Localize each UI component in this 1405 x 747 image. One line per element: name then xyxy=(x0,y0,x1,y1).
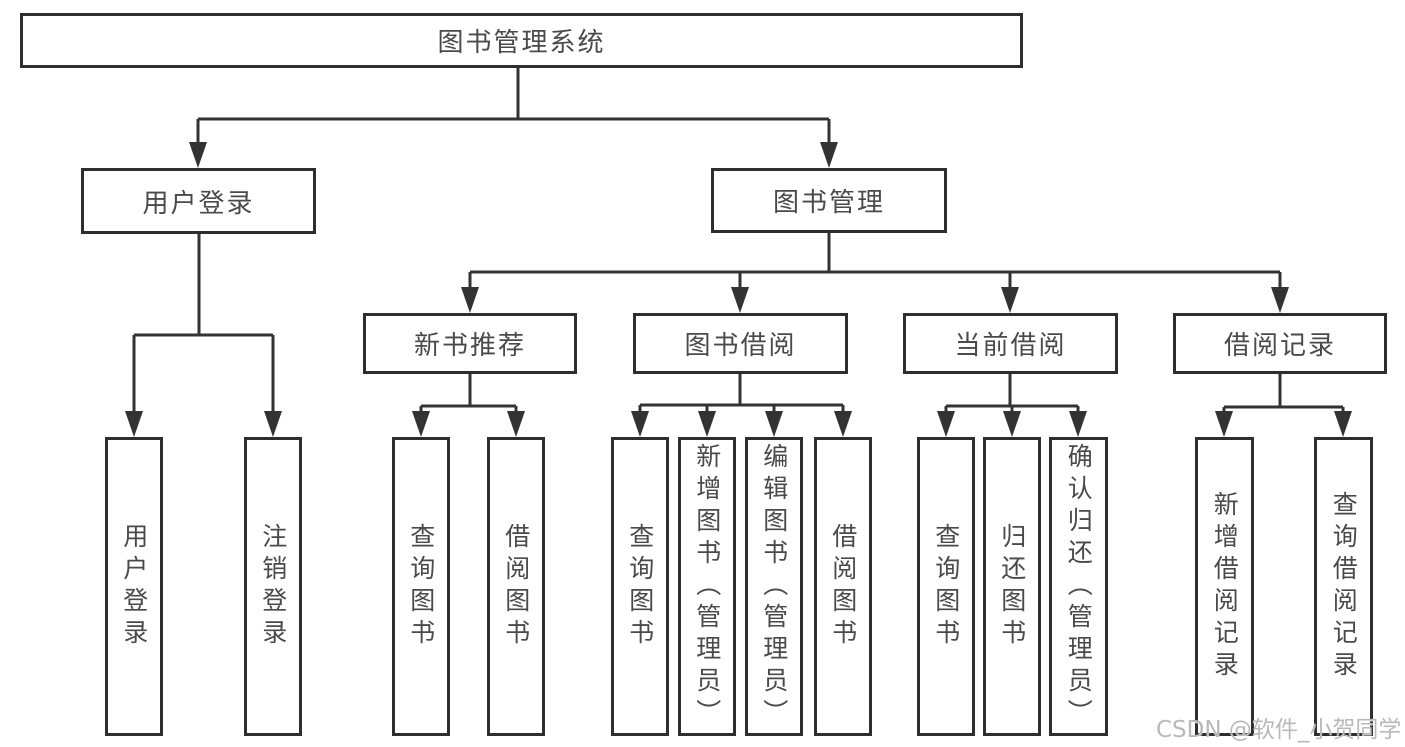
node-new-book-recommend-label: 新书推荐 xyxy=(413,331,526,361)
leaf-bb-borrow-books-label: 借阅图书 xyxy=(828,522,858,651)
leaf-bb-edit-book-admin-label: 编辑图书（管理员） xyxy=(759,442,789,731)
leaf-bb-borrow-books: 借阅图书 xyxy=(814,437,872,736)
leaf-cb-confirm-return-admin-label: 确认归还（管理员） xyxy=(1064,442,1094,731)
leaf-cb-confirm-return-admin: 确认归还（管理员） xyxy=(1049,437,1108,736)
node-book-management: 图书管理 xyxy=(711,168,947,233)
leaf-logout: 注销登录 xyxy=(244,437,302,736)
leaf-nbr-query-books-label: 查询图书 xyxy=(406,522,436,651)
leaf-user-login: 用户登录 xyxy=(105,437,163,736)
node-book-management-label: 图书管理 xyxy=(772,188,885,218)
leaf-br-query-record-label: 查询借阅记录 xyxy=(1329,490,1359,683)
node-root: 图书管理系统 xyxy=(20,13,1023,68)
leaf-nbr-borrow-books: 借阅图书 xyxy=(487,437,545,736)
node-book-borrow-label: 图书借阅 xyxy=(684,331,797,361)
leaf-bb-query-books-label: 查询图书 xyxy=(625,522,655,651)
node-borrow-records-label: 借阅记录 xyxy=(1223,331,1336,361)
watermark-text: CSDN @软件_小贺同学 xyxy=(1156,717,1402,743)
node-new-book-recommend: 新书推荐 xyxy=(363,313,577,374)
leaf-cb-query-books: 查询图书 xyxy=(917,437,975,736)
leaf-nbr-borrow-books-label: 借阅图书 xyxy=(501,522,531,651)
leaf-cb-query-books-label: 查询图书 xyxy=(931,522,961,651)
leaf-cb-return-books-label: 归还图书 xyxy=(997,522,1027,651)
leaf-br-query-record: 查询借阅记录 xyxy=(1314,437,1373,736)
leaf-br-add-record-label: 新增借阅记录 xyxy=(1210,490,1240,683)
leaf-bb-query-books: 查询图书 xyxy=(611,437,669,736)
node-borrow-records: 借阅记录 xyxy=(1173,313,1387,374)
node-current-borrow-label: 当前借阅 xyxy=(954,331,1067,361)
leaf-user-login-label: 用户登录 xyxy=(119,522,149,651)
node-user-login-label: 用户登录 xyxy=(142,188,255,219)
leaf-cb-return-books: 归还图书 xyxy=(983,437,1041,736)
leaf-br-add-record: 新增借阅记录 xyxy=(1195,437,1254,736)
leaf-nbr-query-books: 查询图书 xyxy=(392,437,450,736)
node-user-login: 用户登录 xyxy=(81,168,316,234)
leaf-bb-add-book-admin: 新增图书（管理员） xyxy=(678,437,736,736)
node-current-borrow: 当前借阅 xyxy=(903,313,1118,374)
leaf-bb-edit-book-admin: 编辑图书（管理员） xyxy=(745,437,803,736)
leaf-bb-add-book-admin-label: 新增图书（管理员） xyxy=(692,442,722,731)
node-root-label: 图书管理系统 xyxy=(437,28,606,58)
node-book-borrow: 图书借阅 xyxy=(633,313,848,374)
leaf-logout-label: 注销登录 xyxy=(258,522,288,651)
